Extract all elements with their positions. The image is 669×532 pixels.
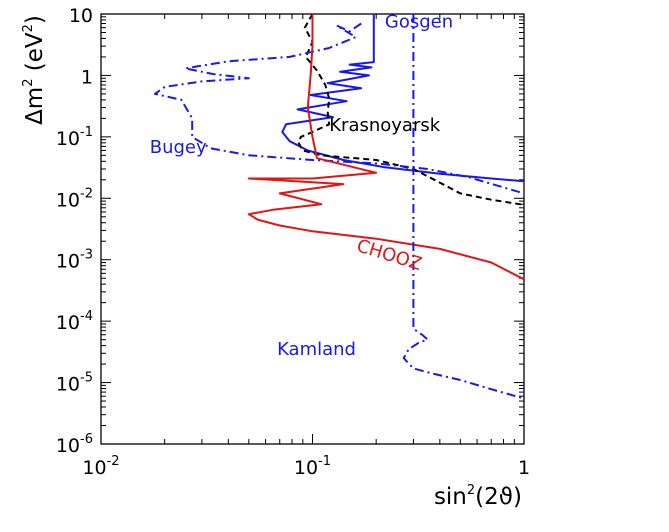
x-tick-label: 10-2 (82, 454, 119, 479)
x-tick-label: 10-1 (294, 454, 331, 479)
curve-chooz (247, 14, 525, 281)
curves (154, 13, 525, 400)
y-tick-label: 10-5 (56, 371, 93, 396)
curve-gosgen (281, 14, 525, 183)
label-krasnoyarsk: Krasnoyarsk (329, 115, 440, 136)
y-tick-label: 10 (69, 5, 93, 27)
label-gosgen: Gosgen (385, 12, 453, 33)
y-tick-label: 10-1 (56, 125, 93, 150)
y-axis-label: Δm2 (eV2) (21, 15, 48, 125)
x-tick-label: 1 (518, 457, 530, 479)
label-bugey: Bugey (150, 137, 207, 158)
curve-bugey (154, 22, 525, 195)
curve-krasnoyarsk (297, 13, 525, 206)
y-tick-label: 10-3 (56, 248, 93, 273)
x-axis-label: sin2(2ϑ) (434, 483, 522, 510)
label-kamland: Kamland (277, 339, 356, 360)
y-tick-label: 10-4 (56, 309, 93, 334)
axis-titles: sin2(2ϑ) Δm2 (eV2) (21, 15, 522, 510)
y-tick-label: 1 (81, 66, 93, 88)
curve-kamland (402, 14, 525, 400)
y-tick-label: 10-2 (56, 186, 93, 211)
y-tick-label: 10-6 (56, 432, 93, 457)
